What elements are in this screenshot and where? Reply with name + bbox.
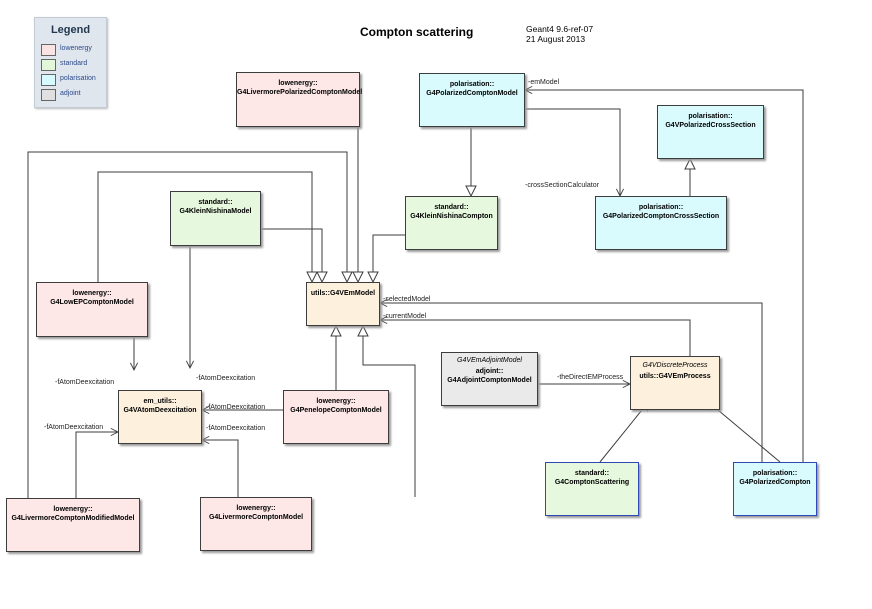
class-name: G4KleinNishinaCompton xyxy=(410,213,493,220)
assoc-selected-model xyxy=(380,303,763,463)
class-name: G4PolarizedComptonCrossSection xyxy=(602,213,720,220)
assoc-modified-atom xyxy=(75,432,118,498)
inherit-lowep-to-vem xyxy=(97,171,312,282)
class-package: lowenergy:: xyxy=(278,80,318,87)
class-v-polarized-cross-section[interactable]: polarisation:: G4VPolarizedCrossSection xyxy=(657,105,764,159)
role-label-fatom-klein: -fAtomDeexcitation xyxy=(196,375,256,382)
class-name: G4ComptonScattering xyxy=(554,479,630,486)
legend-label: standard xyxy=(60,60,88,67)
class-polarized-compton-cross-section[interactable]: polarisation:: G4PolarizedComptonCrossSe… xyxy=(595,196,727,250)
class-name: G4KleinNishinaModel xyxy=(179,208,252,215)
class-v-em-process[interactable]: G4VDiscreteProcess utils::G4VEmProcess xyxy=(630,356,720,410)
class-name: G4VAtomDeexcitation xyxy=(123,407,197,414)
legend-label: polarisation xyxy=(60,75,96,82)
class-package: utils::G4VEmProcess xyxy=(639,373,711,380)
legend-title: Legend xyxy=(50,24,91,36)
class-name: G4PolarizedCompton xyxy=(739,479,811,486)
class-package: lowenergy:: xyxy=(236,505,276,512)
legend-swatch xyxy=(41,44,56,56)
legend-swatch xyxy=(41,59,56,71)
class-package: lowenergy:: xyxy=(72,290,112,297)
class-livermore-compton-modified-model[interactable]: lowenergy:: G4LivermoreComptonModifiedMo… xyxy=(6,498,140,552)
class-adjoint-compton-model[interactable]: G4VEmAdjointModel adjoint:: G4AdjointCom… xyxy=(441,352,538,406)
inherit-polarizedcompton-to-vemprocess xyxy=(706,400,781,463)
legend-item-lowenergy: lowenergy xyxy=(41,44,103,56)
class-package: standard:: xyxy=(574,470,610,477)
legend-label: adjoint xyxy=(60,90,81,97)
role-label-em-model: -emModel xyxy=(528,79,560,86)
class-compton-scattering[interactable]: standard:: G4ComptonScattering xyxy=(545,462,639,516)
legend-item-standard: standard xyxy=(41,59,103,71)
inherit-modified-to-vem xyxy=(27,151,347,498)
class-name: G4LivermoreComptonModifiedModel xyxy=(11,515,135,522)
class-package: em_utils:: xyxy=(143,398,177,405)
class-low-ep-compton-model[interactable]: lowenergy:: G4LowEPComptonModel xyxy=(36,282,148,337)
inherit-klein-model-to-vem xyxy=(260,228,322,282)
class-package: standard:: xyxy=(434,204,469,211)
class-name: G4LowEPComptonModel xyxy=(50,299,134,306)
role-label-fatom-modified: -fAtomDeexcitation xyxy=(44,424,104,431)
role-label-current-model: -currentModel xyxy=(383,313,427,320)
role-label-selected-model: -selectedModel xyxy=(383,296,431,303)
class-polarized-compton[interactable]: polarisation:: G4PolarizedCompton xyxy=(733,462,817,516)
diagram-meta: Geant4 9.6-ref-07 21 August 2013 xyxy=(526,24,593,44)
class-name: G4PenelopeComptonModel xyxy=(290,407,382,414)
inherit-comptonscatter-to-vemprocess xyxy=(599,400,650,463)
assoc-livermore-atom xyxy=(202,440,239,497)
class-livermore-compton-model[interactable]: lowenergy:: G4LivermoreComptonModel xyxy=(200,497,312,551)
class-v-em-model[interactable]: utils::G4VEmModel xyxy=(306,282,380,326)
class-package: polarisation:: xyxy=(449,81,495,88)
date-label: 21 August 2013 xyxy=(526,34,586,44)
inherit-klein-compton-to-vem xyxy=(373,234,405,282)
class-name: G4PolarizedComptonModel xyxy=(426,90,518,97)
class-package: polarisation:: xyxy=(638,204,684,211)
class-penelope-compton-model[interactable]: lowenergy:: G4PenelopeComptonModel xyxy=(283,390,389,444)
class-v-atom-deexcitation[interactable]: em_utils:: G4VAtomDeexcitation xyxy=(118,390,202,444)
legend-label: lowenergy xyxy=(60,45,92,52)
class-package: adjoint:: xyxy=(475,368,504,375)
role-label-fatom-penelope: -fAtomDeexcitation xyxy=(206,404,266,411)
class-package: lowenergy:: xyxy=(53,506,93,513)
legend-swatch xyxy=(41,89,56,101)
class-package: standard:: xyxy=(198,199,233,206)
class-name: G4LivermoreComptonModel xyxy=(208,514,304,521)
role-label-cross-section-calculator: -crossSectionCalculator xyxy=(525,182,599,189)
class-klein-nishina-compton[interactable]: standard:: G4KleinNishinaCompton xyxy=(405,196,498,250)
assoc-current-model xyxy=(380,320,691,356)
class-livermore-polarized-compton-model[interactable]: lowenergy:: G4LivermorePolarizedComptonM… xyxy=(236,72,363,127)
class-name: G4VPolarizedCrossSection xyxy=(665,122,756,129)
role-label-fatom-lowep: -fAtomDeexcitation xyxy=(55,379,115,386)
diagram-title: Compton scattering xyxy=(360,25,474,39)
role-label-direct-em-process: -theDirectEMProcess xyxy=(557,374,624,381)
legend: Legend lowenergy standard polarisation a… xyxy=(34,17,107,108)
version-label: Geant4 9.6-ref-07 xyxy=(526,24,594,34)
class-package: lowenergy:: xyxy=(316,398,356,405)
class-klein-nishina-model[interactable]: standard:: G4KleinNishinaModel xyxy=(170,191,261,246)
role-label-fatom-livermore: -fAtomDeexcitation xyxy=(206,425,266,432)
class-name: G4AdjointComptonModel xyxy=(447,377,532,384)
class-stereotype: G4VEmAdjointModel xyxy=(457,357,522,364)
class-package: utils::G4VEmModel xyxy=(310,290,376,297)
legend-swatch xyxy=(41,74,56,86)
class-package: polarisation:: xyxy=(688,113,733,120)
class-polarized-compton-model[interactable]: polarisation:: G4PolarizedComptonModel xyxy=(419,73,525,127)
assoc-emmodel xyxy=(525,90,804,463)
class-name: G4LivermorePolarizedComptonModel xyxy=(237,89,363,96)
inherit-livermore-compton-to-vem xyxy=(363,326,416,497)
assoc-cross-section-calculator xyxy=(525,108,620,196)
class-package: polarisation:: xyxy=(752,470,798,477)
legend-item-polarisation: polarisation xyxy=(41,74,103,86)
legend-item-adjoint: adjoint xyxy=(41,89,103,101)
class-stereotype: G4VDiscreteProcess xyxy=(642,362,708,369)
